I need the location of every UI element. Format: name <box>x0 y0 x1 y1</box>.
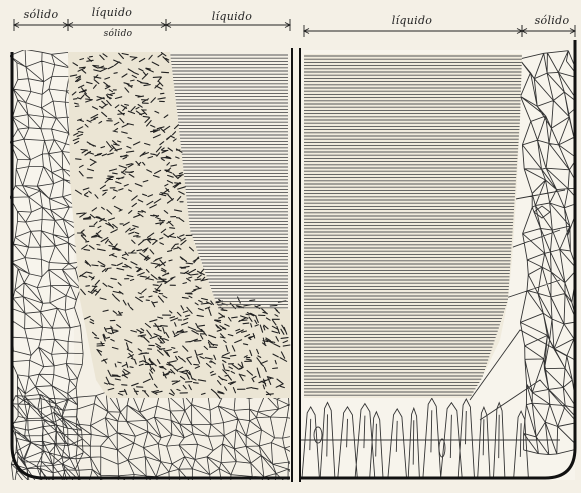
label-left-mushy-liquid: líquido <box>92 6 132 19</box>
label-dimension-lines <box>14 19 575 37</box>
label-left-mushy-solid: sólido <box>104 29 133 39</box>
label-left-liquid: líquido <box>212 10 252 23</box>
right-liquid-region <box>304 54 522 398</box>
label-left-solid: sólido <box>24 8 59 21</box>
label-right-liquid: líquido <box>392 14 432 27</box>
left-dendrite-marks <box>68 52 290 399</box>
label-right-solid: sólido <box>535 14 570 27</box>
liquid-hatching <box>304 56 522 395</box>
